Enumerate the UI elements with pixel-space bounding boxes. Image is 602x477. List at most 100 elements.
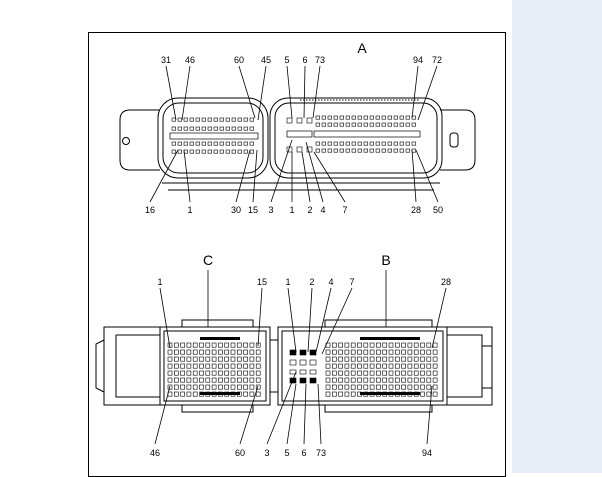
pin-cell	[432, 363, 438, 369]
connector-b-housing	[277, 326, 448, 406]
pin-cell	[243, 377, 248, 383]
pin-cell	[231, 117, 236, 122]
pin-cell	[399, 148, 404, 153]
pin-cell	[357, 370, 362, 376]
pin-number: 2	[307, 205, 312, 215]
pin-number: 73	[315, 55, 325, 65]
pin-cell	[189, 126, 194, 131]
pin-cell	[243, 356, 248, 362]
pin-cell	[376, 370, 381, 376]
pin-cell	[411, 148, 416, 153]
pin-cell	[394, 384, 400, 390]
pin-cell	[249, 363, 255, 369]
pin-cell	[350, 377, 356, 383]
pin-cell	[338, 391, 343, 397]
pin-cell	[315, 141, 320, 146]
pin-cell	[399, 115, 404, 120]
pin-number: 7	[342, 205, 347, 215]
pin-cell	[174, 384, 179, 390]
pin-cell	[325, 349, 331, 355]
connector-a-left-housing	[157, 97, 269, 179]
pin-cell	[420, 370, 425, 376]
pin-cell	[167, 377, 173, 383]
pin-cell	[180, 391, 185, 397]
pin-cell	[205, 384, 211, 390]
pin-cell	[177, 141, 182, 146]
pin-cell	[321, 115, 326, 120]
pin-cell	[243, 126, 248, 131]
pin-cell	[230, 356, 236, 362]
pin-cell	[255, 356, 261, 362]
pin-cell	[224, 349, 229, 355]
pin-cell	[363, 370, 369, 376]
pin-cell	[177, 126, 182, 131]
pin-cell	[420, 391, 425, 397]
pin-cell	[339, 115, 344, 120]
pin-cell	[339, 122, 344, 127]
pin-cell	[388, 363, 394, 369]
pin-cell	[192, 391, 198, 397]
pin-cell	[333, 115, 338, 120]
pin-number: 1	[285, 277, 290, 287]
pin-cell	[243, 391, 248, 397]
pin-cell	[325, 377, 331, 383]
side-panel	[512, 0, 602, 473]
pin-cell	[211, 377, 217, 383]
pin-number: 94	[422, 448, 432, 458]
pin-cell	[344, 349, 350, 355]
pin-cell	[407, 349, 413, 355]
pin-cell	[225, 149, 230, 154]
pin-number: 72	[432, 55, 442, 65]
pin-cell	[363, 349, 369, 355]
pin-cell	[249, 117, 254, 122]
pin-number: 15	[248, 205, 258, 215]
connector-a-top-numbers: 31 46 60 45 5 6 73 94 72	[161, 55, 442, 65]
pin-cell	[351, 148, 356, 153]
pin-cell	[369, 363, 375, 369]
pin-cell	[296, 146, 303, 153]
connector-a-right-lug	[440, 109, 476, 171]
pin-number: 50	[433, 205, 443, 215]
pin-cell	[219, 126, 224, 131]
pin-cell	[338, 370, 343, 376]
pin-number: 7	[349, 277, 354, 287]
pin-cell	[376, 384, 381, 390]
pin-cell	[333, 141, 338, 146]
pin-cell	[321, 148, 326, 153]
pin-cell	[338, 349, 343, 355]
pin-cell	[255, 370, 261, 376]
pin-cell	[218, 342, 223, 348]
pin-cell	[186, 370, 192, 376]
pin-cell	[376, 342, 381, 348]
pin-cell	[211, 349, 217, 355]
pin-cell	[309, 377, 317, 384]
pin-cell	[327, 122, 332, 127]
pin-cell	[420, 384, 425, 390]
pin-cell	[299, 377, 307, 384]
pin-cell	[345, 141, 350, 146]
pin-cell	[401, 370, 406, 376]
pin-cell	[344, 384, 350, 390]
pin-cell	[369, 115, 374, 120]
pin-cell	[432, 370, 438, 376]
pin-cell	[363, 148, 368, 153]
connector-a-left-hole	[122, 137, 130, 145]
pin-cell	[405, 141, 410, 146]
pin-cell	[388, 384, 394, 390]
pin-cell	[413, 342, 419, 348]
pin-cell	[192, 363, 198, 369]
pin-cell	[331, 356, 337, 362]
pin-number: 45	[261, 55, 271, 65]
pin-cell	[192, 384, 198, 390]
pin-cell	[393, 122, 398, 127]
pin-cell	[218, 370, 223, 376]
pin-cell	[357, 342, 362, 348]
pin-cell	[339, 141, 344, 146]
connector-cb	[95, 319, 493, 413]
pin-cell	[387, 115, 392, 120]
pin-cell	[357, 115, 362, 120]
pin-cell	[382, 356, 388, 362]
pin-cell	[205, 377, 211, 383]
pin-cell	[201, 141, 206, 146]
latch	[200, 392, 240, 395]
